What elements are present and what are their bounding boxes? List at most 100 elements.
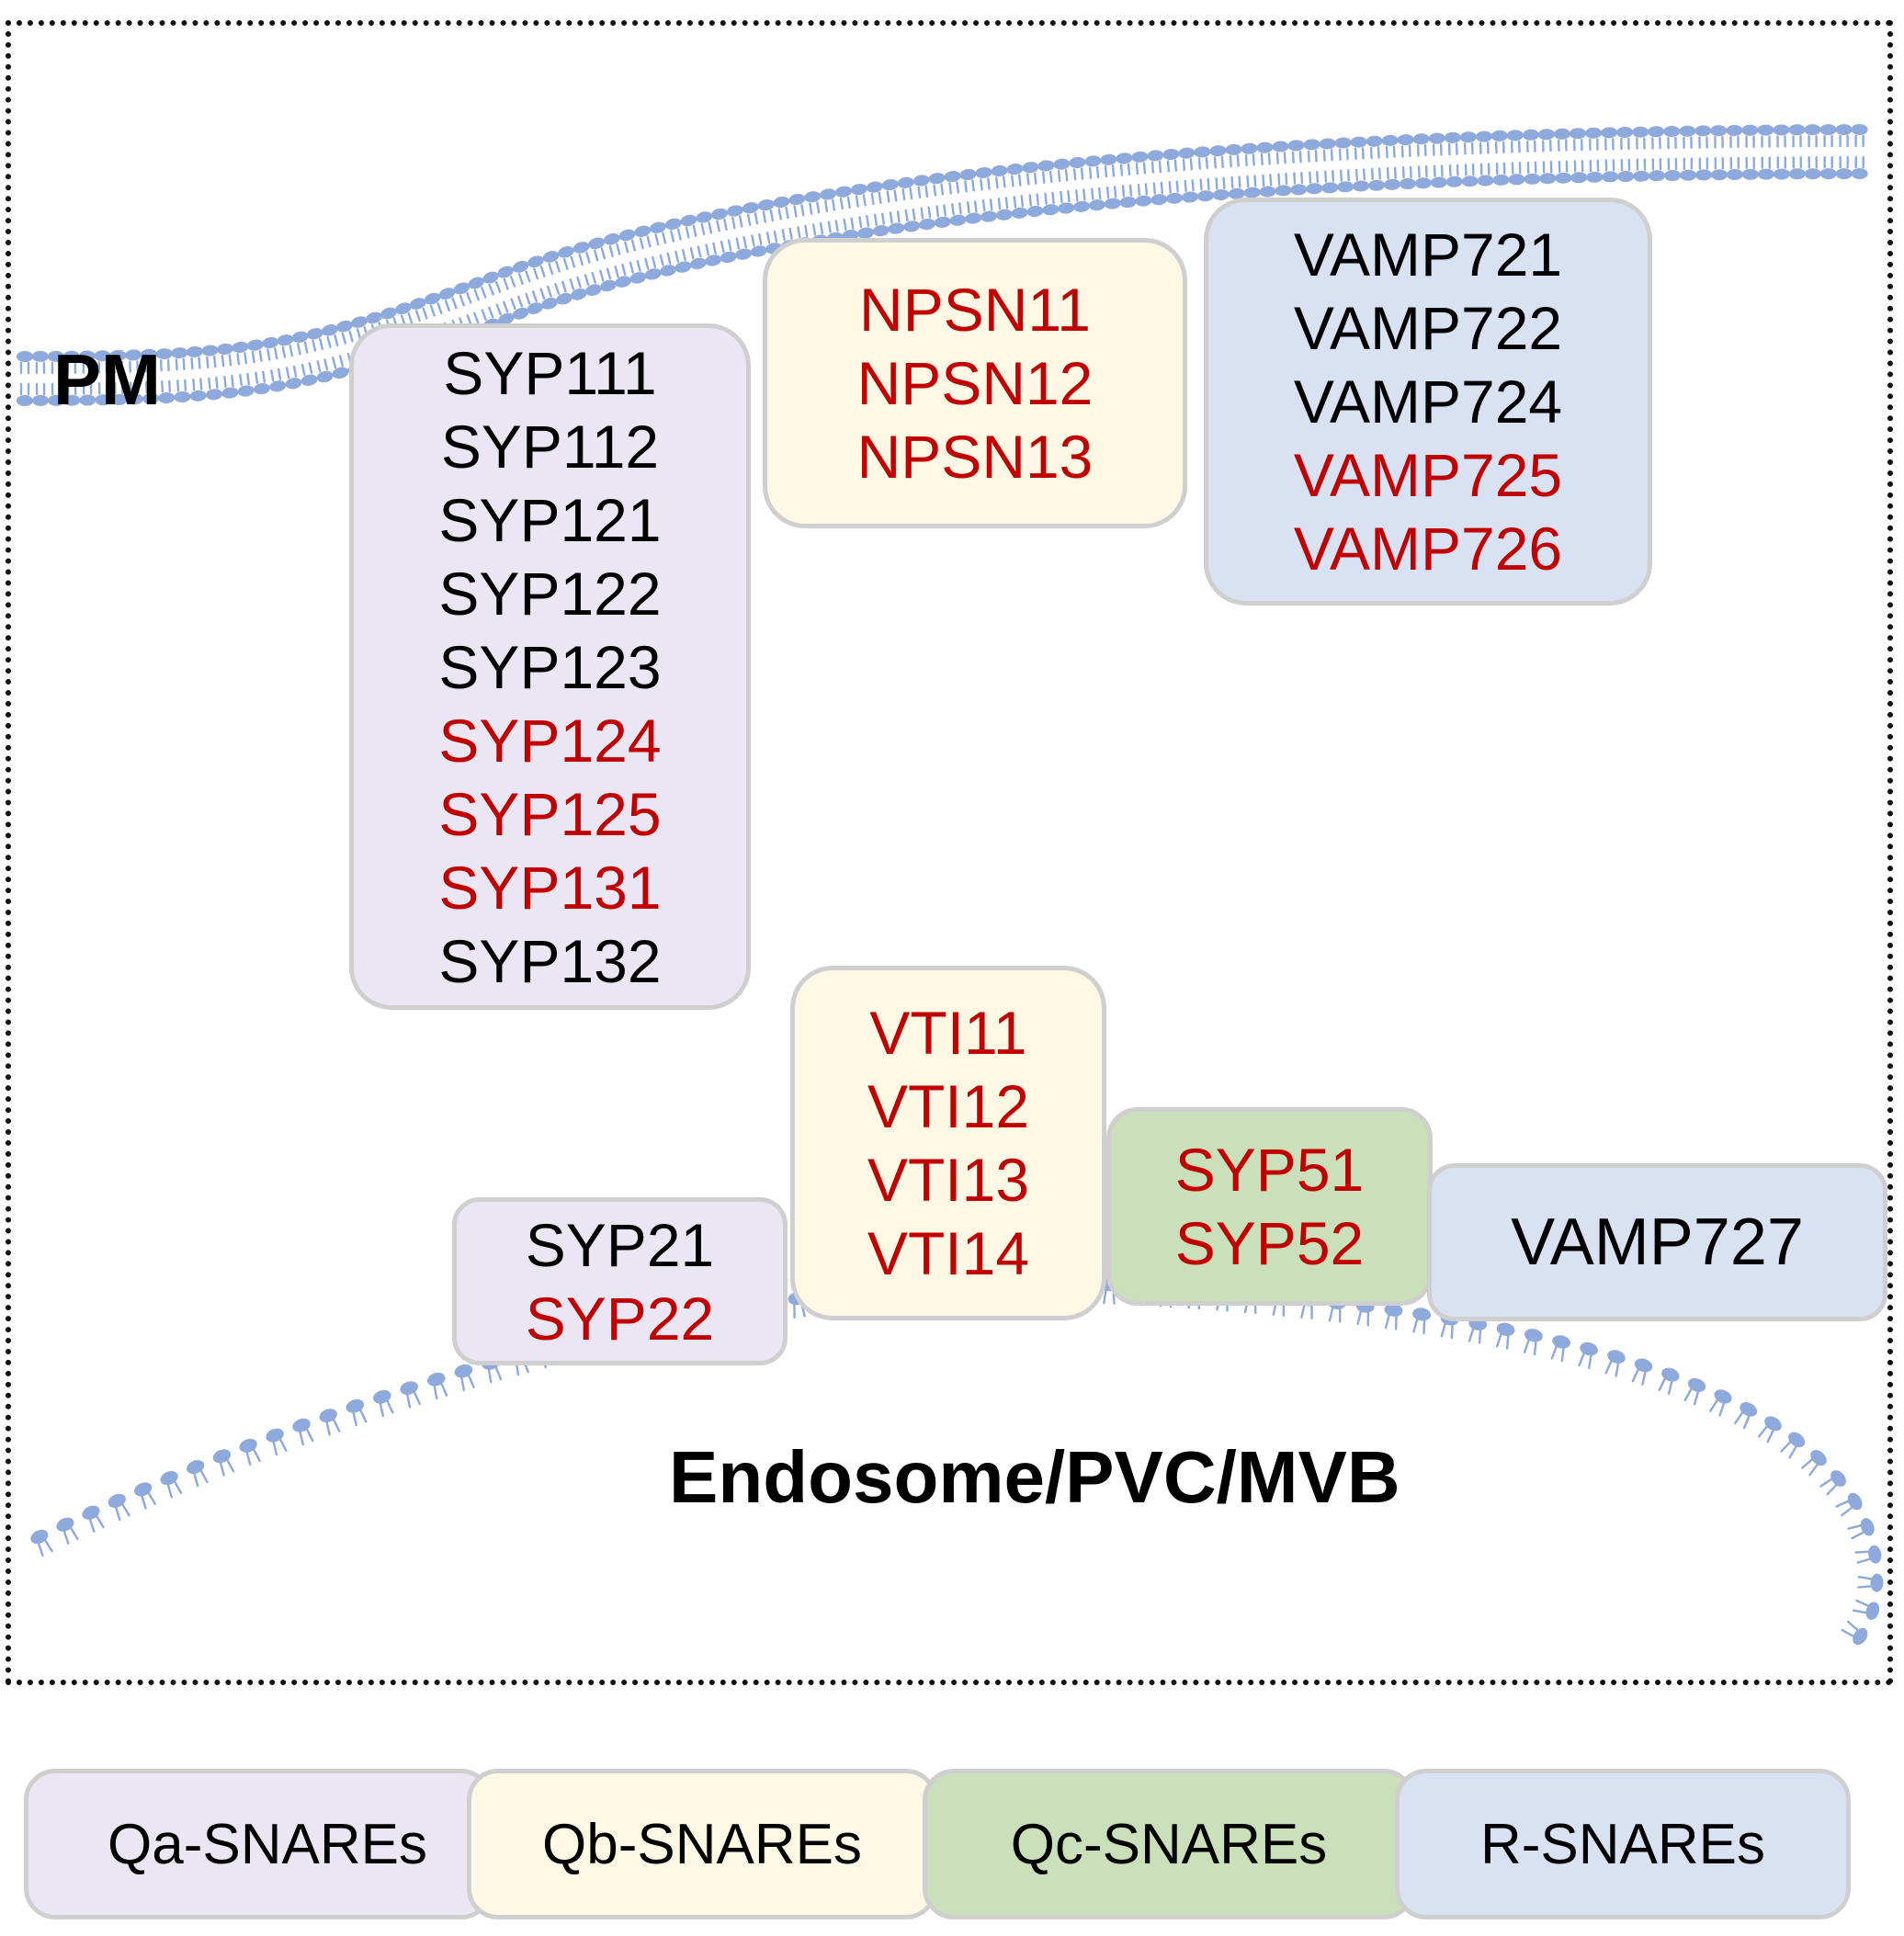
lipid-tail	[495, 303, 502, 316]
lipid-tail	[980, 178, 983, 191]
lipid-head	[556, 292, 572, 305]
lipid-head	[705, 255, 722, 266]
protein-label: VAMP721	[1293, 221, 1563, 289]
lipid-head	[17, 350, 33, 363]
lipid-tail	[1856, 1557, 1872, 1564]
lipid-tail	[1189, 158, 1194, 171]
lipid-tail	[585, 251, 591, 264]
lipid-tail	[192, 379, 196, 391]
lipid-head	[217, 343, 234, 355]
lipid-head	[1870, 1573, 1884, 1592]
lipid-head	[187, 345, 203, 357]
lipid-tail	[742, 236, 747, 249]
lipid-tail	[843, 218, 847, 232]
lipid-head	[1555, 172, 1572, 184]
lipid-tail	[481, 309, 487, 322]
lipid-head	[660, 265, 676, 277]
lipid-head	[788, 193, 806, 206]
lipid-head	[262, 336, 279, 349]
lipid-tail	[599, 269, 605, 282]
lipid-tail	[824, 199, 829, 213]
lipid-tail	[948, 182, 953, 195]
lipid-head	[1414, 177, 1432, 189]
lipid-head	[1633, 170, 1650, 182]
lipid-head	[232, 341, 249, 353]
lipid-tail	[935, 205, 940, 218]
lipid-tail	[1175, 180, 1179, 193]
lipid-head	[1711, 169, 1728, 181]
lipid-tail	[1588, 1353, 1592, 1370]
lipid-head	[1147, 150, 1164, 162]
lipid-tail	[226, 1458, 235, 1473]
lipid-tail	[966, 200, 970, 214]
lipid-head	[1384, 178, 1400, 190]
lipid-tail	[1328, 1307, 1334, 1322]
lipid-tail	[1010, 175, 1014, 187]
lipid-tail	[510, 298, 516, 311]
lipid-head	[1508, 174, 1525, 186]
lipid-head	[366, 311, 382, 324]
lipid-head	[600, 279, 617, 292]
lipid-head	[158, 391, 176, 404]
lipid-tail	[525, 292, 531, 305]
lipid-tail	[636, 259, 641, 272]
lipid-head	[512, 307, 529, 320]
lipid-head	[1150, 194, 1168, 206]
protein-label: NPSN12	[856, 349, 1094, 417]
lipid-head	[409, 298, 426, 310]
lipid-head	[1714, 1389, 1732, 1404]
lipid-tail	[1088, 166, 1093, 179]
lipid-head	[30, 1529, 49, 1545]
lipid-tail	[624, 241, 629, 254]
lipid-tail	[467, 1374, 475, 1388]
lipid-tail	[682, 248, 686, 262]
lipid-head	[1368, 179, 1386, 191]
lipid-tail	[1324, 170, 1328, 183]
lipid-head	[134, 1482, 153, 1497]
lipid-head	[1384, 1303, 1403, 1317]
lipid-tail	[415, 310, 421, 323]
lipid-head	[674, 261, 692, 273]
lipid-head	[1259, 186, 1276, 198]
lipid-tail	[1128, 184, 1133, 198]
lipid-tail	[816, 201, 821, 214]
lipid-tail	[700, 222, 706, 236]
lipid-tail	[223, 375, 227, 389]
lipid-tail	[777, 208, 782, 221]
lipid-tail	[1269, 174, 1273, 187]
lipid-tail	[1401, 165, 1405, 179]
lipid-tail	[323, 358, 329, 371]
lipid-tail	[481, 287, 487, 299]
lipid-tail	[289, 345, 293, 357]
protein-label: SYP122	[438, 559, 662, 628]
lipid-head	[1835, 124, 1853, 136]
lipid-tail	[444, 300, 450, 311]
lipid-head	[1741, 124, 1759, 136]
lipid-head	[126, 393, 143, 405]
lipid-head	[680, 214, 697, 227]
lipid-head	[804, 191, 822, 203]
lipid-tail	[1082, 188, 1086, 201]
lipid-head	[512, 260, 529, 273]
lipid-tail	[1392, 145, 1396, 158]
lipid-head	[757, 198, 775, 211]
lipid-head	[1212, 188, 1230, 201]
protein-label: VAMP724	[1293, 368, 1563, 436]
lipid-tail	[1658, 1377, 1667, 1392]
lipid-tail	[338, 355, 344, 368]
lipid-tail	[206, 356, 210, 368]
lipid-head	[1022, 162, 1039, 174]
lipid-head	[1570, 172, 1588, 184]
lipid-head	[95, 394, 112, 406]
lipid-head	[141, 348, 157, 360]
lipid-tail	[413, 1390, 421, 1406]
lipid-tail	[1072, 168, 1077, 181]
lipid-tail	[208, 377, 211, 390]
lipid-tail	[1361, 147, 1365, 160]
lipid-head	[108, 1493, 126, 1508]
lipid-tail	[332, 357, 337, 369]
lipid-tail	[440, 1382, 448, 1397]
lipid-tail	[1090, 187, 1094, 200]
lipid-tail	[386, 1399, 394, 1414]
